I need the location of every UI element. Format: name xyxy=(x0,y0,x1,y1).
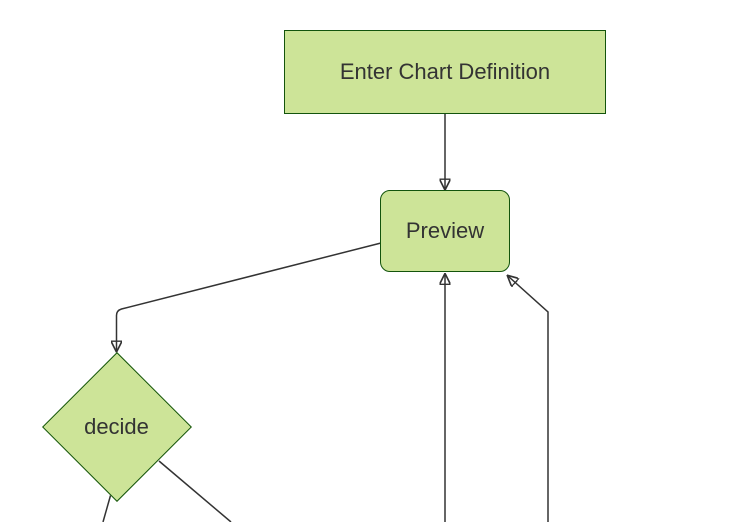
node-enter-chart-definition: Enter Chart Definition xyxy=(284,30,606,114)
edge-decide-to-offscreen-right xyxy=(158,460,232,522)
edge-offscreen-right-to-preview xyxy=(508,276,549,522)
node-label: decide xyxy=(84,414,149,439)
node-preview: Preview xyxy=(380,190,510,272)
node-decide: decide xyxy=(41,352,192,502)
edge-preview-to-decide xyxy=(117,242,382,351)
node-label: Preview xyxy=(405,218,485,243)
edge-decide-to-offscreen-left xyxy=(102,495,112,522)
node-label: Enter Chart Definition xyxy=(339,59,551,84)
